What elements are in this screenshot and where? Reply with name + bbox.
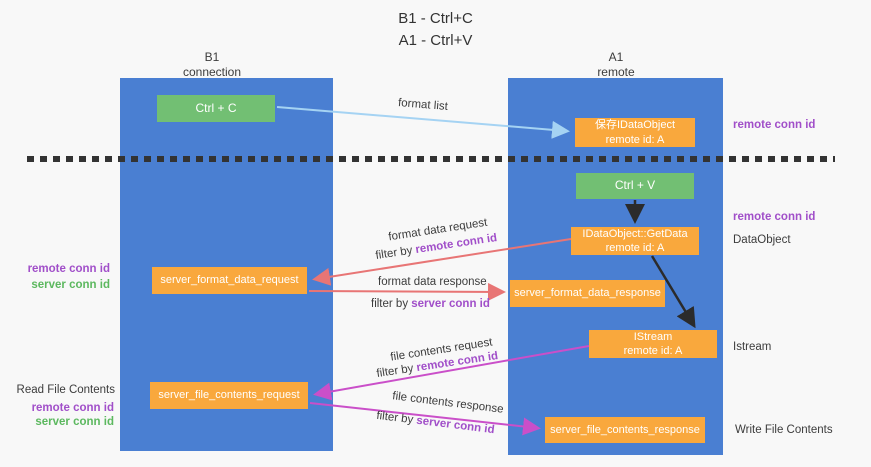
dashed-divider-line xyxy=(27,156,835,162)
a1-subtitle: remote xyxy=(597,65,635,79)
format-list-label: format list xyxy=(397,97,449,113)
remote-conn-id-left-top: remote conn id xyxy=(27,263,110,275)
title-line-1: B1 - Ctrl+C xyxy=(398,10,473,27)
filter-server-2: filter by server conn id xyxy=(376,410,495,436)
server-conn-id-text: server conn id xyxy=(411,298,490,310)
getdata-line1: IDataObject::GetData xyxy=(582,227,688,240)
filter-by-text: filter by xyxy=(375,409,418,427)
remote-conn-id-right-top: remote conn id xyxy=(733,119,816,131)
save-idataobject-line2: remote id: A xyxy=(605,133,665,146)
save-idataobject-line1: 保存IDataObject xyxy=(594,119,676,132)
server-format-data-response-label: server_format_data_response xyxy=(514,287,661,300)
server-file-contents-response-label: server_file_contents_response xyxy=(550,423,700,436)
filter-by-text: filter by xyxy=(371,298,412,310)
filter-by-text: filter by xyxy=(374,244,417,263)
server-format-data-request-label: server_format_data_request xyxy=(160,274,299,287)
ctrl-c-box: Ctrl + C xyxy=(157,95,275,122)
istream-box: IStream remote id: A xyxy=(589,330,717,358)
dataobject-label: DataObject xyxy=(733,234,791,246)
idataobject-getdata-box: IDataObject::GetData remote id: A xyxy=(571,227,699,255)
write-file-contents-label: Write File Contents xyxy=(735,424,833,436)
istream-side-label: Istream xyxy=(733,341,772,353)
server-file-contents-request-label: server_file_contents_request xyxy=(158,389,300,402)
column-header-a1: A1 remote xyxy=(556,50,676,80)
istream-line1: IStream xyxy=(633,330,673,343)
server-conn-id-left-top: server conn id xyxy=(31,279,110,291)
arrow-format-data-response xyxy=(308,282,506,301)
server-file-contents-response-box: server_file_contents_response xyxy=(545,417,705,443)
b1-subtitle: connection xyxy=(182,65,242,79)
istream-line2: remote id: A xyxy=(623,345,683,357)
ctrl-v-box: Ctrl + V xyxy=(576,173,694,199)
save-idataobject-box: 保存IDataObject remote id: A xyxy=(575,118,695,147)
remote-conn-id-left-bottom: remote conn id xyxy=(31,402,114,414)
filter-server-1: filter by server conn id xyxy=(371,298,490,310)
a1-name: A1 xyxy=(608,50,624,64)
ctrl-c-label: Ctrl + C xyxy=(195,100,237,115)
file-contents-response-label: file contents response xyxy=(391,390,505,416)
diagram-title: B1 - Ctrl+C A1 - Ctrl+V xyxy=(0,8,871,52)
title-line-2: A1 - Ctrl+V xyxy=(398,31,473,49)
server-format-data-response-box: server_format_data_response xyxy=(510,280,665,307)
b1-name: B1 xyxy=(204,50,220,64)
ctrl-v-label: Ctrl + V xyxy=(614,178,656,193)
server-conn-id-left-bottom: server conn id xyxy=(35,416,114,428)
filter-by-text: filter by xyxy=(375,362,418,381)
remote-conn-id-right-mid: remote conn id xyxy=(733,211,816,223)
server-format-data-request-box: server_format_data_request xyxy=(152,267,307,294)
server-file-contents-request-box: server_file_contents_request xyxy=(150,382,308,409)
read-file-contents-label: Read File Contents xyxy=(16,384,115,396)
column-header-b1: B1 connection xyxy=(152,50,272,80)
server-conn-id-text: server conn id xyxy=(415,414,496,437)
format-data-response-label: format data response xyxy=(378,276,487,288)
getdata-line2: remote id: A xyxy=(605,242,665,254)
